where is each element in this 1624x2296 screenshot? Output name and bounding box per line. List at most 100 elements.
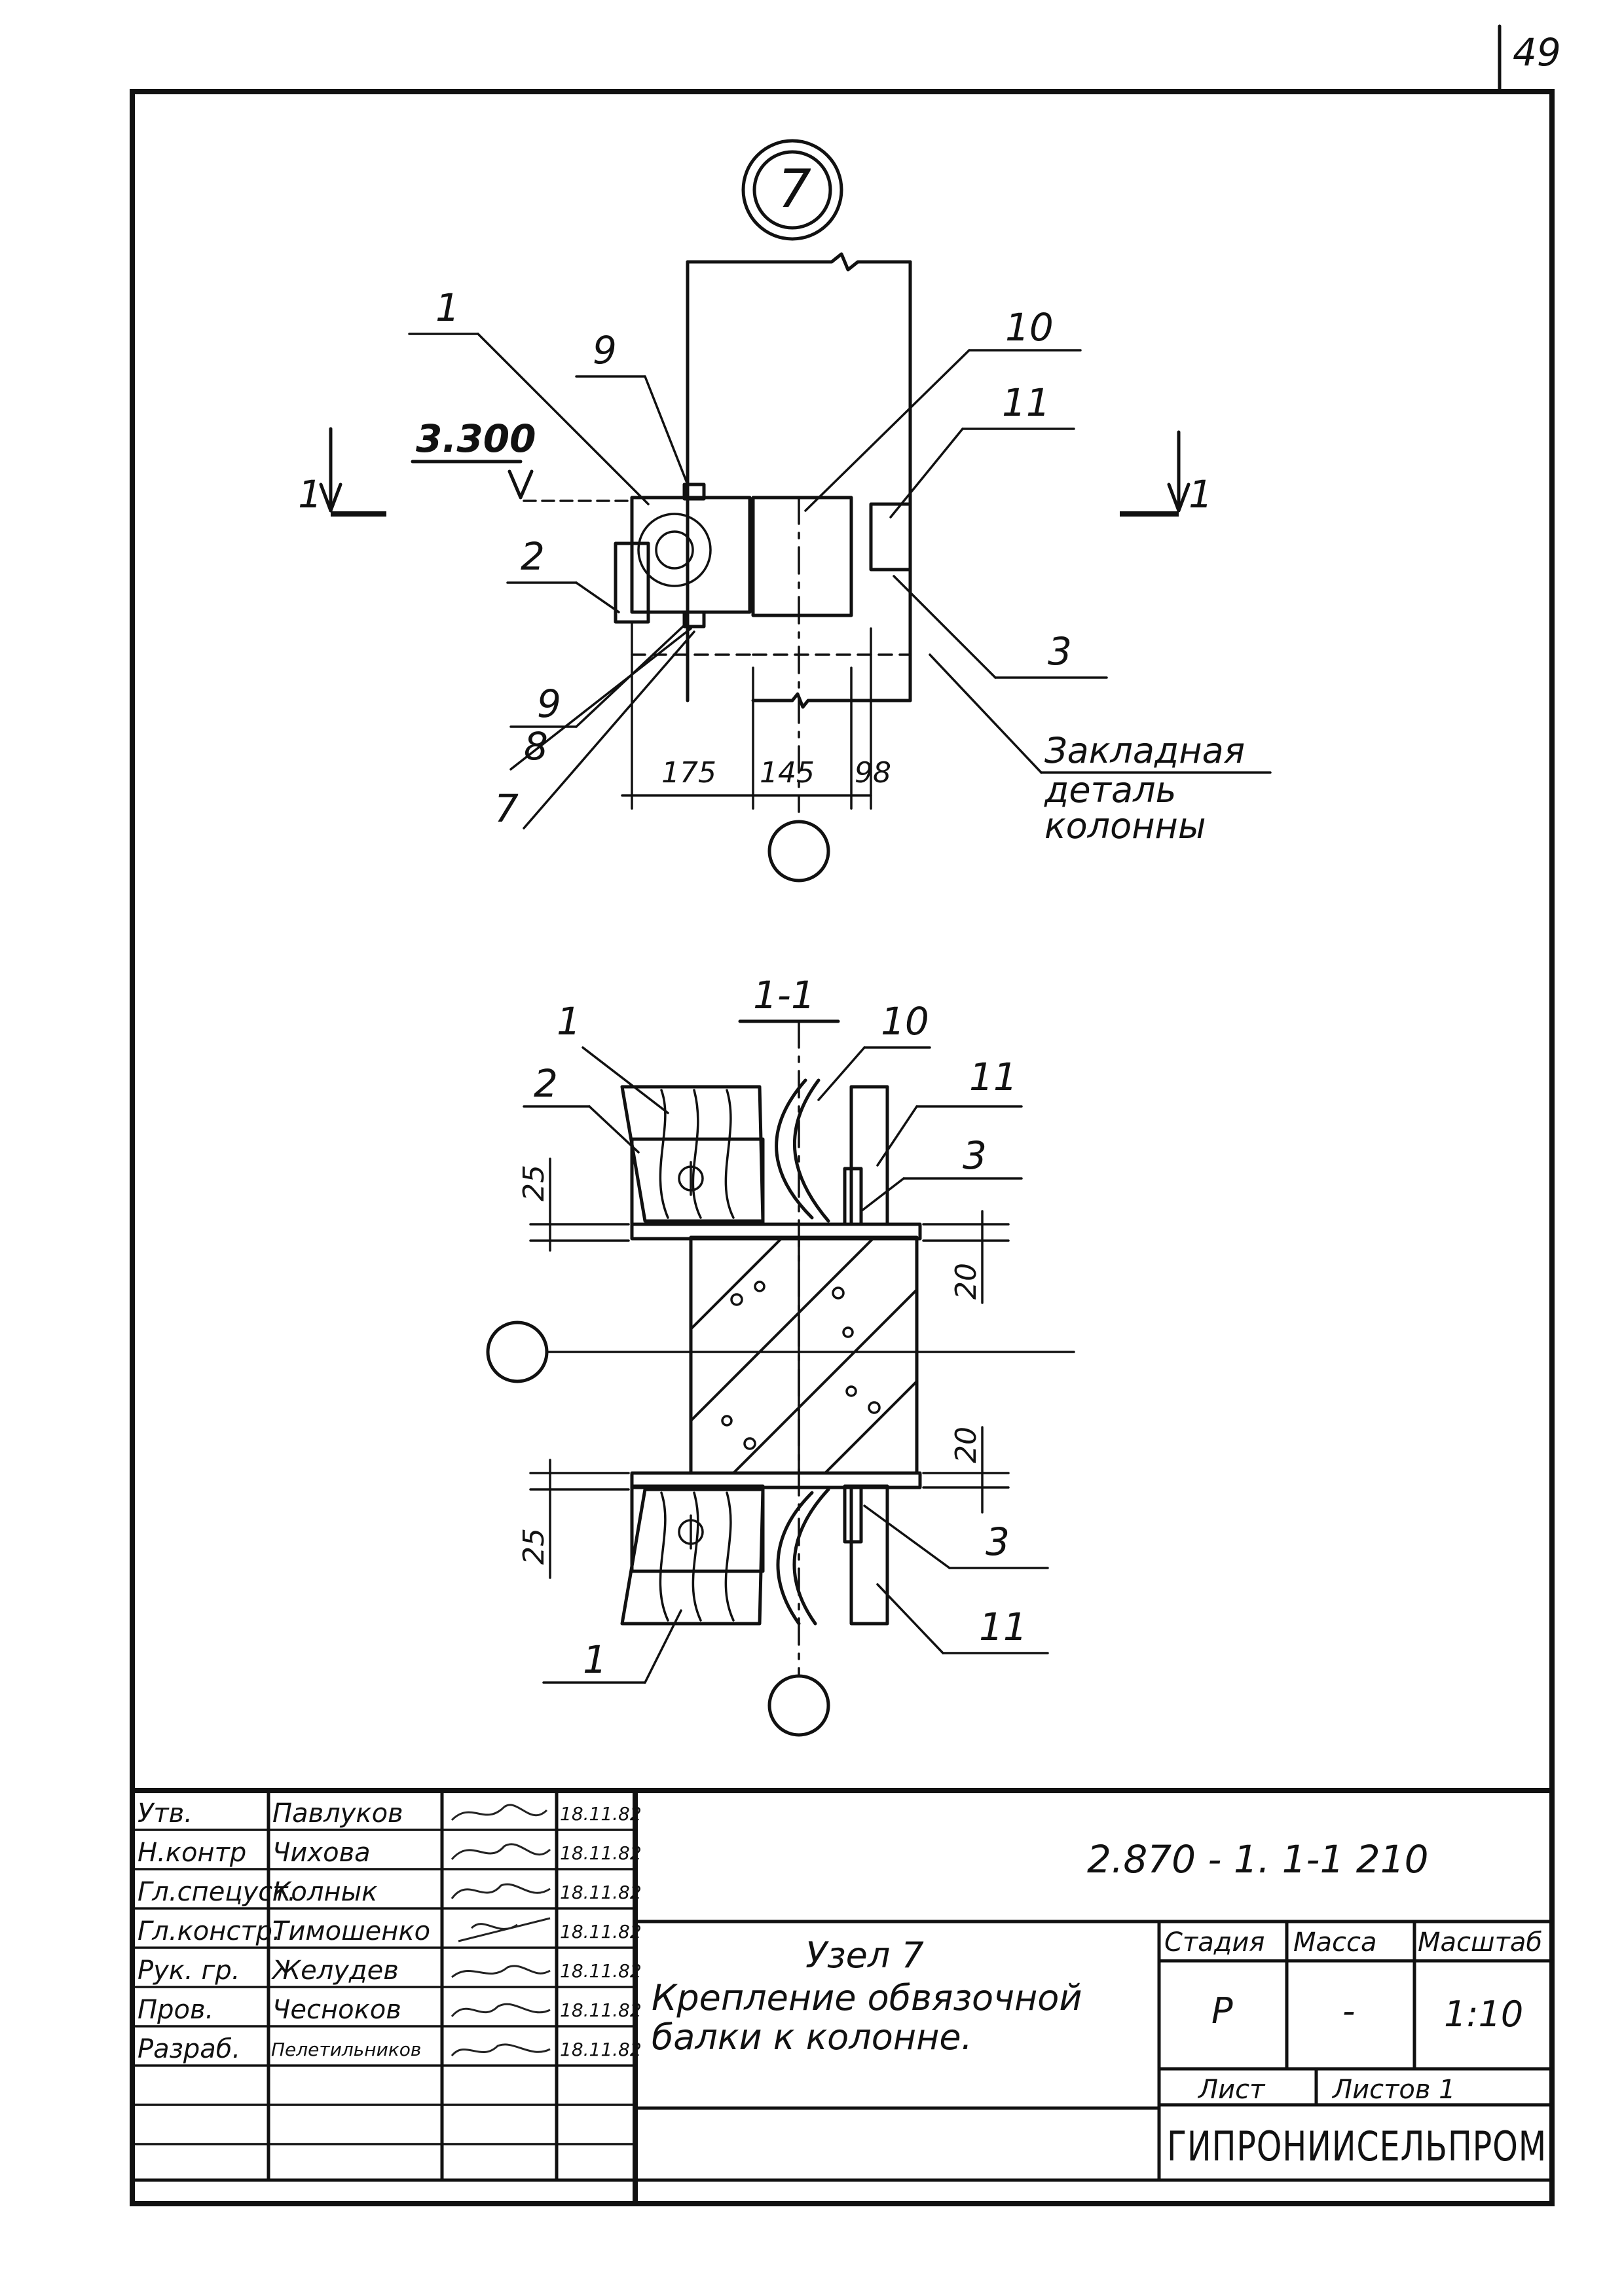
signature-row-6: Разраб. Пелетильников 18.11.82 [138, 2034, 642, 2064]
scale-value: 1:10 [1444, 1994, 1523, 2035]
section-callout-11-bottom: 11 [979, 1605, 1027, 1649]
svg-text:Н.контр: Н.контр [138, 1838, 246, 1868]
title-block [130, 1788, 1554, 2204]
sheet-frame [130, 89, 1555, 2206]
section-callout-11-top: 11 [969, 1055, 1018, 1099]
dim-145: 145 [760, 756, 815, 790]
section-callout-3-bottom: 3 [986, 1520, 1010, 1564]
plan-callout-7: 7 [494, 786, 519, 831]
svg-text:Тимошенко: Тимошенко [272, 1916, 430, 1946]
sheet-label: Лист [1197, 2075, 1266, 2105]
svg-text:Пелетильников: Пелетильников [271, 2039, 421, 2060]
node-number: 7 [778, 158, 811, 219]
plate-bottom-3 [843, 1484, 863, 1544]
bracket-top-2 [630, 1137, 765, 1226]
nut-9-top [682, 483, 706, 501]
plan-callout-10: 10 [1005, 305, 1054, 350]
document-code: 2.870 - 1. 1-1 210 [1087, 1837, 1429, 1882]
svg-text:Гл.констр.: Гл.констр. [138, 1916, 281, 1946]
section-callout-1-top: 1 [557, 999, 581, 1044]
timber-beam-bottom [620, 1487, 765, 1626]
embedded-plate-bottom [630, 1471, 922, 1489]
section-mark-right: 1 [1189, 472, 1213, 517]
svg-text:18.11.82: 18.11.82 [560, 1960, 642, 1982]
organization-name: ГИПРОНИИСЕЛЬПРОМ [1167, 2123, 1547, 2170]
signature-row-5: Пров. Чесноков 18.11.82 [138, 1995, 642, 2025]
embedded-part-label-1: Закладная [1044, 730, 1245, 771]
dim-25-bottom: 25 [517, 1528, 551, 1565]
svg-text:Пров.: Пров. [138, 1995, 213, 2025]
section-callout-1-bottom: 1 [583, 1637, 607, 1682]
bolt-grain-ring [637, 513, 712, 587]
scale-header: Масштаб [1418, 1927, 1542, 1958]
plan-callout-1: 1 [435, 285, 460, 330]
svg-text:Павлуков: Павлуков [272, 1798, 403, 1829]
svg-text:18.11.82: 18.11.82 [560, 1999, 642, 2021]
stage-header: Стадия [1164, 1927, 1264, 1958]
drawing-title-line-1: Узел 7 [805, 1935, 924, 1976]
svg-text:18.11.82: 18.11.82 [560, 1921, 642, 1942]
section-callout-10: 10 [881, 999, 929, 1044]
plan-callout-11: 11 [1002, 380, 1050, 425]
concrete-column-section [689, 1235, 919, 1475]
signature-row-3: Гл.констр. Тимошенко 18.11.82 [138, 1916, 642, 1946]
svg-text:18.11.82: 18.11.82 [560, 1842, 642, 1864]
mass-header: Масса [1293, 1927, 1377, 1958]
column-break-top [686, 252, 912, 272]
embedded-part-label-2: деталь [1044, 769, 1176, 811]
svg-text:18.11.82: 18.11.82 [560, 1882, 642, 1903]
plan-callout-9-bottom: 9 [537, 682, 561, 726]
plate-bottom-11 [849, 1484, 889, 1626]
svg-text:Чесноков: Чесноков [272, 1995, 401, 2025]
dim-175: 175 [661, 756, 716, 790]
svg-text:Разраб.: Разраб. [138, 2034, 240, 2064]
drawing-title-line-3: балки к колонне. [652, 2016, 972, 2058]
drawing-title-line-2: Крепление обвязочной [652, 1977, 1082, 2018]
corner-sheet-number: 49 [1513, 30, 1561, 75]
svg-text:18.11.82: 18.11.82 [560, 1803, 642, 1825]
dim-20-top: 20 [950, 1263, 983, 1300]
elevation-arrow [507, 469, 534, 500]
bent-bar-top-10 [775, 1078, 814, 1220]
column-section-10 [751, 496, 853, 617]
embedded-part-label-3: колонны [1044, 805, 1206, 847]
plan-callout-8: 8 [524, 724, 548, 769]
stage-value: Р [1211, 1990, 1233, 2032]
plate-top-3 [843, 1167, 863, 1226]
signature-row-0: Утв. Павлуков 18.11.82 [138, 1798, 642, 1829]
timber-beam-top [620, 1085, 765, 1223]
embedded-plate-top [630, 1222, 922, 1241]
signature-row-2: Гл.спецуст. Колнык 18.11.82 [138, 1877, 642, 1907]
dim-25-top: 25 [517, 1165, 551, 1201]
plate-top-11 [849, 1085, 889, 1226]
node-circle-inner [752, 150, 832, 230]
bracket-bottom [630, 1484, 765, 1573]
sheets-label: Листов 1 [1331, 2075, 1456, 2105]
signature-row-4: Рук. гр. Желудев 18.11.82 [138, 1956, 642, 1986]
nut-9-bottom [682, 610, 706, 629]
section-title: 1-1 [753, 973, 815, 1017]
dim-98: 98 [855, 756, 891, 790]
elevation-label: 3.300 [416, 416, 536, 461]
section-callout-2: 2 [534, 1061, 558, 1106]
plan-callout-9-top: 9 [593, 328, 617, 373]
svg-text:Утв.: Утв. [138, 1798, 193, 1829]
dim-20-bottom: 20 [950, 1427, 983, 1463]
column-break-bottom [751, 692, 912, 709]
svg-text:Гл.спецуст.: Гл.спецуст. [138, 1877, 296, 1907]
section-axis-bubble-left [486, 1321, 549, 1383]
mass-value: - [1342, 1990, 1356, 2032]
plan-callout-2: 2 [521, 534, 545, 579]
plan-axis-bubble [767, 820, 830, 883]
section-mark-left: 1 [298, 472, 322, 517]
svg-text:Желудев: Желудев [270, 1956, 399, 1986]
svg-text:Рук. гр.: Рук. гр. [138, 1956, 240, 1986]
plate-11 [869, 502, 912, 572]
section-axis-bubble-bottom [767, 1674, 830, 1737]
svg-text:18.11.82: 18.11.82 [560, 2039, 642, 2060]
svg-text:Чихова: Чихова [272, 1838, 371, 1868]
bolt-grain-ring-inner [655, 530, 694, 570]
section-callout-3-top: 3 [963, 1133, 987, 1178]
